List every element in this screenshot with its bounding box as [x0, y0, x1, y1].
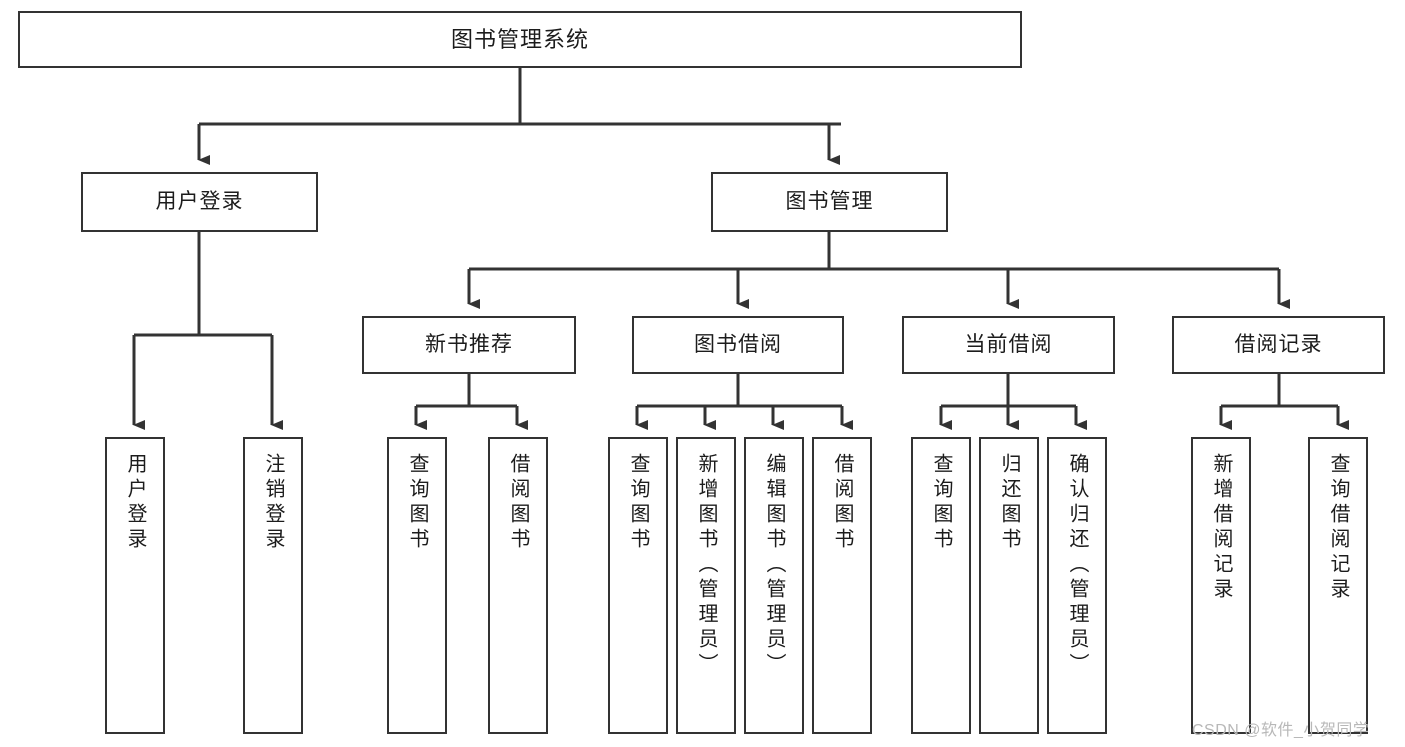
leaf-logout[interactable]: 注销登录 [243, 437, 303, 734]
leaf-edit-book-admin[interactable]: 编辑图书（管理员） [744, 437, 804, 734]
leaf-borrow-book[interactable]: 借阅图书 [812, 437, 872, 734]
node-label: 注销登录 [262, 453, 284, 553]
node-label: 新增图书（管理员） [695, 453, 717, 678]
leaf-query-book-recommend[interactable]: 查询图书 [387, 437, 447, 734]
node-book-borrow[interactable]: 图书借阅 [632, 316, 844, 374]
leaf-query-book-current[interactable]: 查询图书 [911, 437, 971, 734]
node-label: 借阅记录 [1234, 332, 1323, 356]
leaf-query-borrow-record[interactable]: 查询借阅记录 [1308, 437, 1368, 734]
node-label: 图书管理系统 [450, 26, 589, 52]
node-label: 查询图书 [627, 453, 649, 553]
node-book-management[interactable]: 图书管理 [711, 172, 948, 232]
node-borrow-record[interactable]: 借阅记录 [1172, 316, 1385, 374]
node-label: 借阅图书 [507, 453, 529, 553]
node-label: 编辑图书（管理员） [763, 453, 785, 678]
node-label: 查询图书 [406, 453, 428, 553]
leaf-add-book-admin[interactable]: 新增图书（管理员） [676, 437, 736, 734]
node-user-login[interactable]: 用户登录 [81, 172, 318, 232]
node-label: 新书推荐 [425, 332, 513, 356]
node-label: 借阅图书 [831, 453, 853, 553]
node-label: 确认归还（管理员） [1066, 453, 1088, 678]
node-current-borrow[interactable]: 当前借阅 [902, 316, 1115, 374]
leaf-add-borrow-record[interactable]: 新增借阅记录 [1191, 437, 1251, 734]
leaf-query-book-borrow[interactable]: 查询图书 [608, 437, 668, 734]
node-root-system[interactable]: 图书管理系统 [18, 11, 1022, 68]
node-label: 图书管理 [785, 189, 874, 213]
leaf-borrow-book-recommend[interactable]: 借阅图书 [488, 437, 548, 734]
node-label: 查询图书 [930, 453, 952, 553]
leaf-return-book[interactable]: 归还图书 [979, 437, 1039, 734]
node-label: 新增借阅记录 [1210, 453, 1232, 603]
node-label: 当前借阅 [964, 332, 1053, 356]
node-new-book-recommend[interactable]: 新书推荐 [362, 316, 576, 374]
node-label: 用户登录 [155, 189, 244, 213]
node-label: 查询借阅记录 [1327, 453, 1349, 603]
node-label: 用户登录 [124, 453, 146, 553]
leaf-user-login[interactable]: 用户登录 [105, 437, 165, 734]
leaf-confirm-return-admin[interactable]: 确认归还（管理员） [1047, 437, 1107, 734]
node-label: 图书借阅 [694, 332, 782, 356]
node-label: 归还图书 [998, 453, 1020, 553]
